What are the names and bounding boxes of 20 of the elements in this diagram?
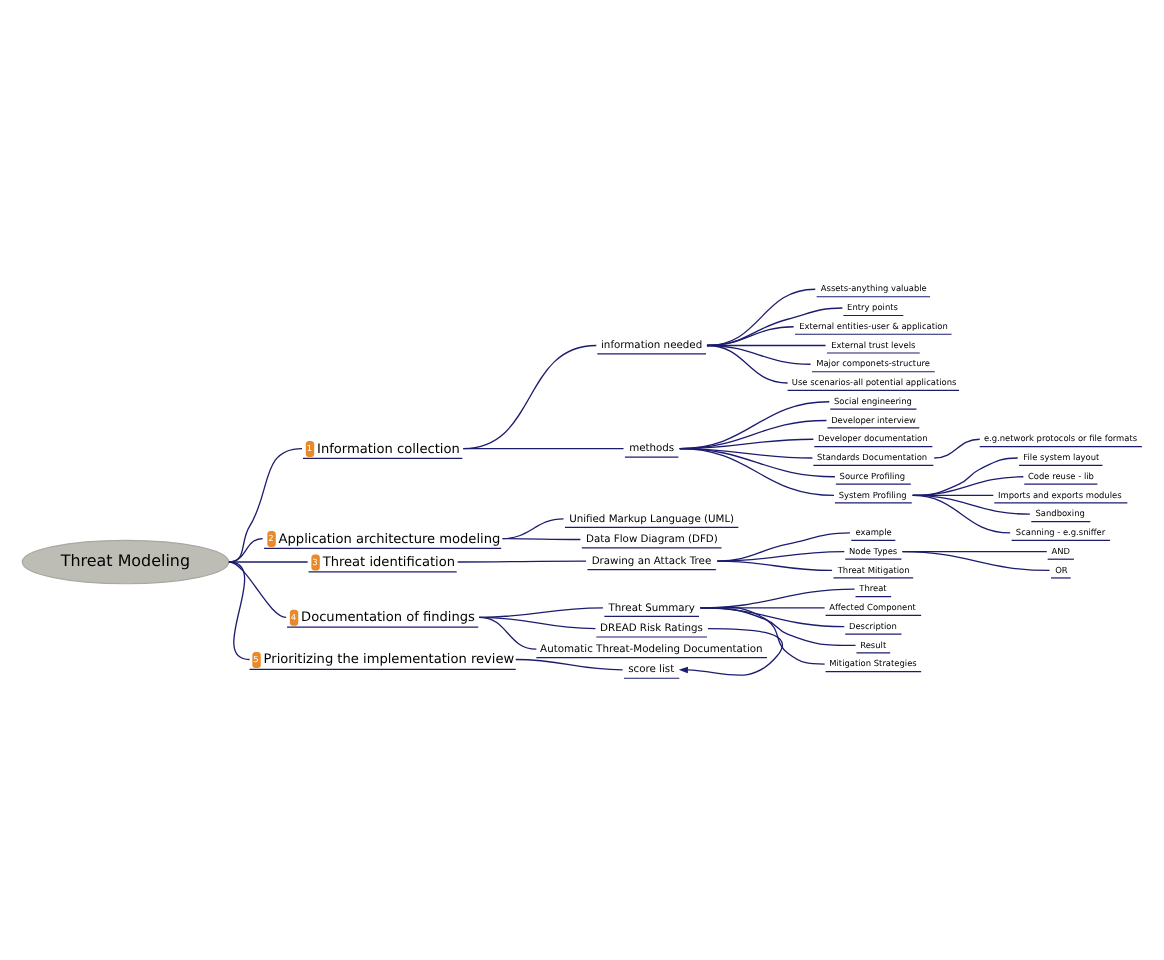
connector xyxy=(456,560,587,563)
connector xyxy=(716,560,833,572)
connector xyxy=(933,438,981,459)
connector xyxy=(515,658,624,671)
connector xyxy=(716,551,845,562)
connector xyxy=(228,561,309,563)
connector xyxy=(228,561,287,618)
connector xyxy=(699,606,826,665)
connector xyxy=(228,537,264,563)
connector xyxy=(716,532,851,562)
connector xyxy=(462,447,625,450)
arrow xyxy=(678,627,783,676)
connector xyxy=(706,288,816,347)
connector xyxy=(228,447,303,563)
connector xyxy=(901,551,1051,572)
connector xyxy=(679,447,835,497)
connector xyxy=(501,537,582,541)
connector xyxy=(478,616,537,650)
connector xyxy=(706,344,789,384)
connector xyxy=(912,494,1011,534)
